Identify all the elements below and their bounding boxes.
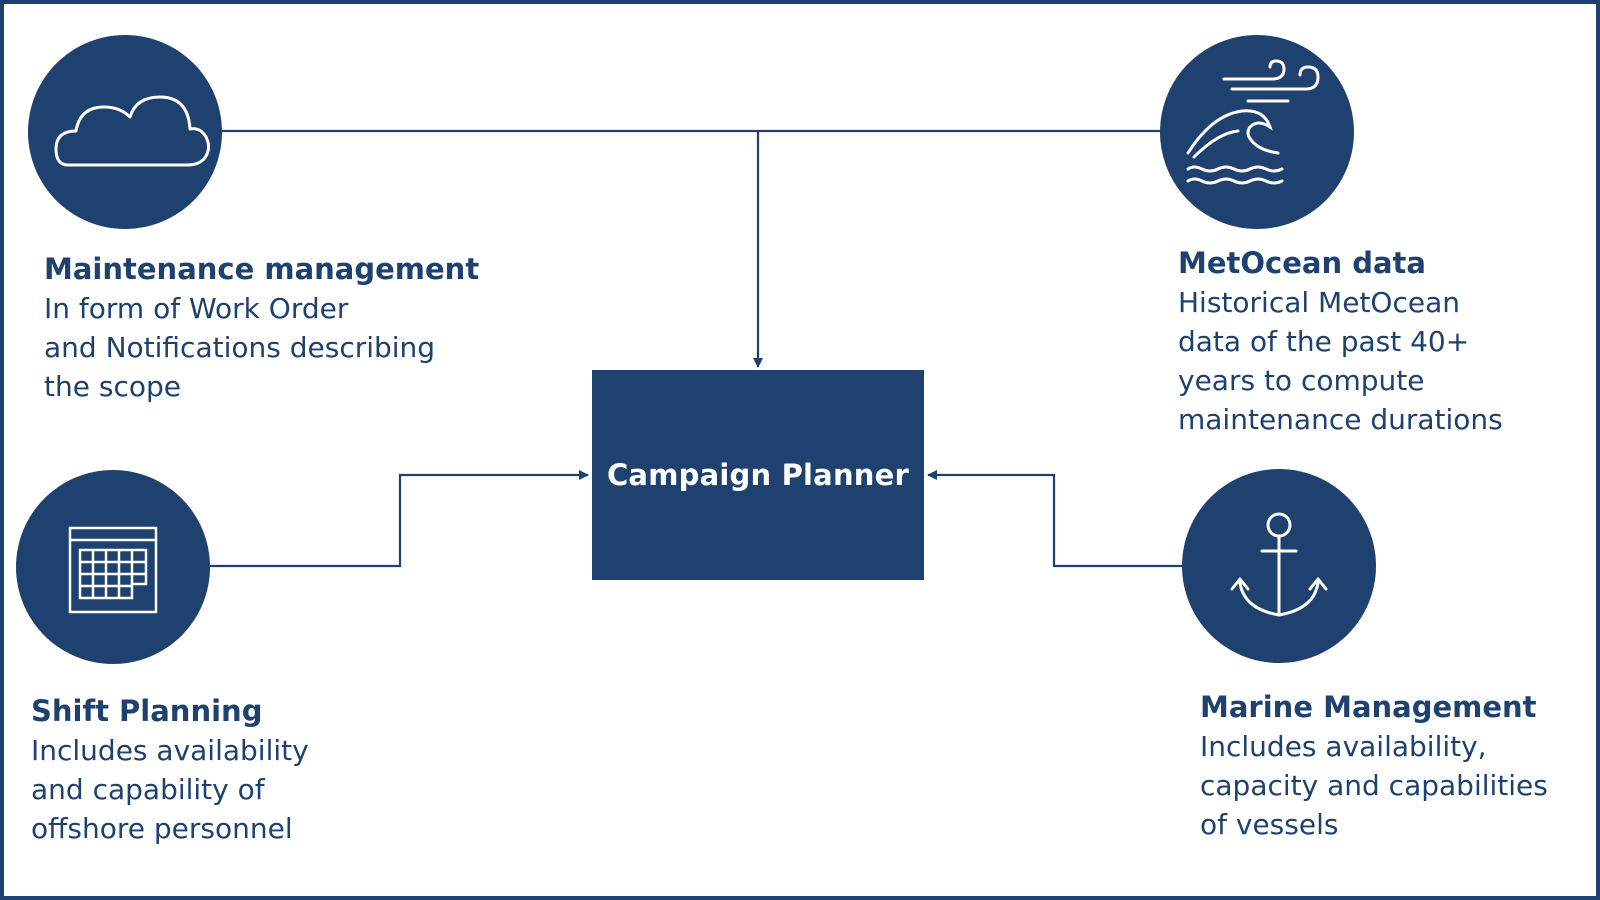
maintenance-desc-line: In form of Work Order (44, 292, 349, 325)
shift-desc-line: Includes availability (31, 734, 309, 767)
maintenance-text-block: Maintenance management In form of Work O… (44, 250, 479, 406)
marine-text-block: Marine Management Includes availability,… (1200, 688, 1548, 844)
shift-node-circle (16, 470, 210, 664)
maintenance-desc-line: the scope (44, 370, 181, 403)
wave-wind-icon (1186, 59, 1320, 185)
shift-description: Includes availability and capability of … (31, 731, 309, 848)
shift-desc-line: offshore personnel (31, 812, 293, 845)
metocean-desc-line: years to compute (1178, 364, 1425, 397)
campaign-planner-box: Campaign Planner (592, 370, 924, 580)
metocean-text-block: MetOcean data Historical MetOcean data o… (1178, 244, 1503, 439)
metocean-description: Historical MetOcean data of the past 40+… (1178, 283, 1503, 439)
metocean-node-circle (1160, 35, 1354, 229)
connector-right-arrow (927, 470, 1182, 568)
shift-title: Shift Planning (31, 694, 263, 728)
marine-desc-line: capacity and capabilities (1200, 769, 1548, 802)
campaign-planner-label: Campaign Planner (606, 458, 910, 492)
anchor-icon (1230, 512, 1328, 617)
marine-title: Marine Management (1200, 690, 1537, 724)
maintenance-description: In form of Work Order and Notifications … (44, 289, 479, 406)
marine-desc-line: of vessels (1200, 808, 1339, 841)
metocean-desc-line: maintenance durations (1178, 403, 1503, 436)
connector-left-arrow (210, 470, 589, 568)
maintenance-node-circle (28, 35, 222, 229)
calendar-icon (68, 526, 158, 614)
metocean-desc-line: data of the past 40+ (1178, 325, 1470, 358)
shift-text-block: Shift Planning Includes availability and… (31, 692, 309, 848)
shift-desc-line: and capability of (31, 773, 265, 806)
cloud-icon (54, 95, 211, 167)
marine-desc-line: Includes availability, (1200, 730, 1487, 763)
maintenance-title: Maintenance management (44, 252, 480, 286)
marine-description: Includes availability, capacity and capa… (1200, 727, 1548, 844)
metocean-title: MetOcean data (1178, 246, 1426, 280)
maintenance-desc-line: and Notifications describing (44, 331, 436, 364)
marine-node-circle (1182, 469, 1376, 663)
metocean-desc-line: Historical MetOcean (1178, 286, 1460, 319)
